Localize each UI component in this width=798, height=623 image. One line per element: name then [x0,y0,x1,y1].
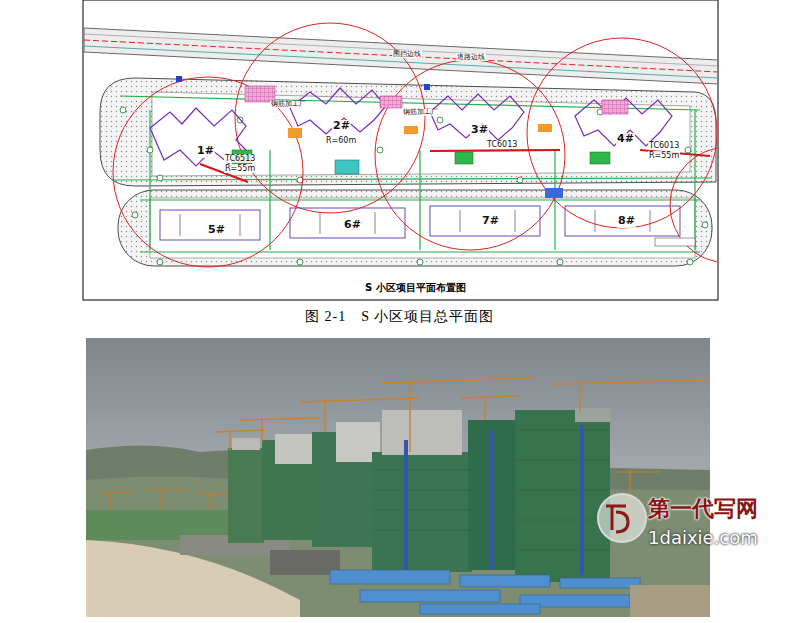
facility-label: 钢筋加工厂 [402,109,439,116]
facility-label: 钢筋加工厂 [270,101,307,108]
building-number: 8# [617,215,636,228]
crane-model: TC6013 [486,140,518,149]
crane-model: TC6013 [648,141,680,150]
crane-model: TC6513 [224,154,256,163]
watermark: 第一代写网 [648,496,758,521]
building-number: 3# [470,124,489,137]
crane-radius: R=60m [325,136,357,145]
crane-radius: R=55m [224,164,256,173]
building-number: 2# [332,120,351,133]
crane-radius: R=55m [648,151,680,160]
road-label: 道路边线 [456,53,486,61]
building-number: 6# [343,219,362,232]
figure-caption: 图 2-1 S 小区项目总平面图 [305,309,494,325]
building-number: 1# [196,145,215,158]
building-number: 4# [616,133,635,146]
watermark: 1daixie.com [648,528,758,549]
plan-title: S 小区项目平面布置图 [363,282,468,294]
building-number: 5# [207,224,226,237]
building-number: 7# [481,215,500,228]
boundary-label: 围挡边线 [392,50,422,58]
